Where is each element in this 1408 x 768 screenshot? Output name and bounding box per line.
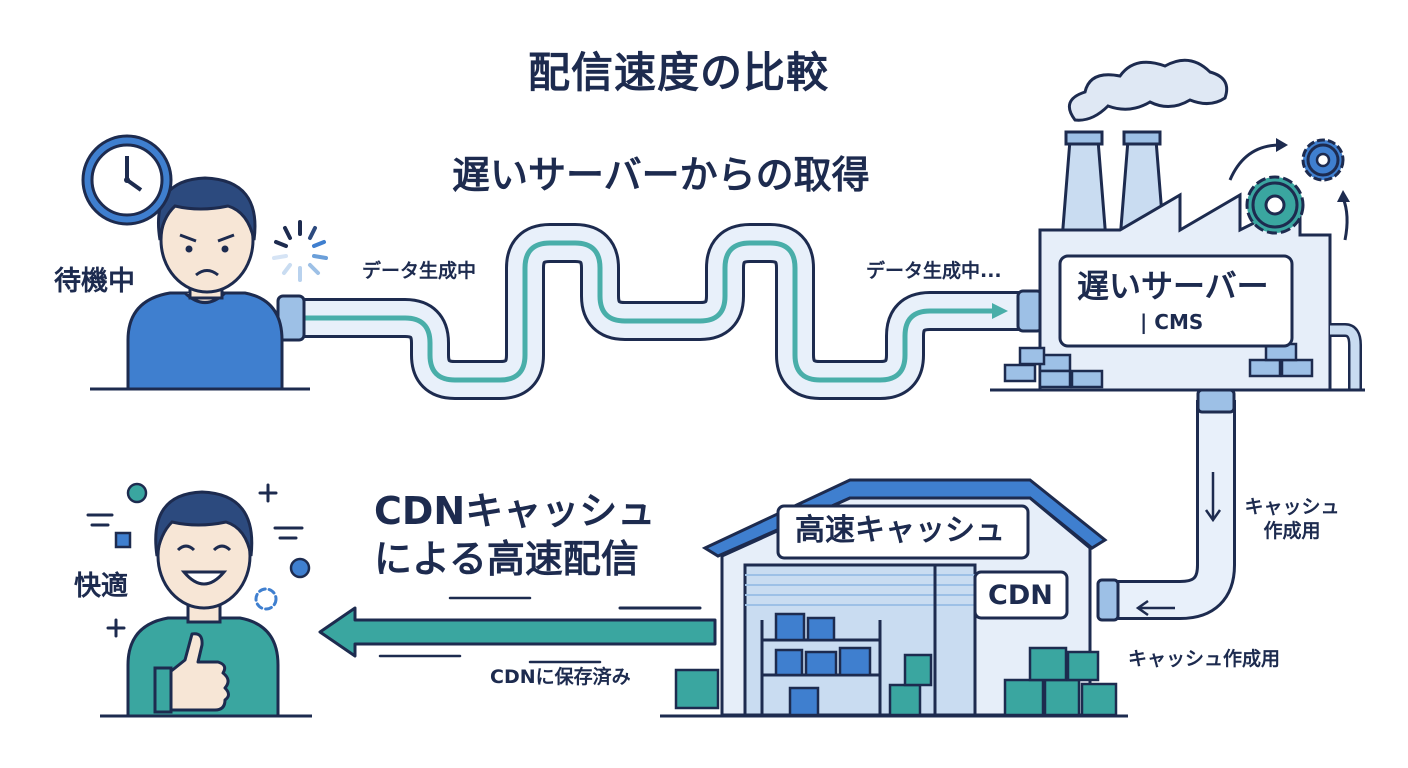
clock-icon bbox=[81, 134, 173, 226]
cdn-warehouse bbox=[660, 478, 1128, 718]
cache-box bbox=[674, 668, 720, 710]
comfort-label: 快適 bbox=[74, 571, 128, 602]
page-title: 配信速度の比較 bbox=[528, 48, 830, 97]
pipe-label-vertical-line2: 作成用 bbox=[1263, 519, 1321, 542]
smoke-cloud bbox=[1067, 58, 1229, 122]
server-sign-label: 遅いサーバー bbox=[1077, 267, 1269, 305]
slow-data-pipe bbox=[276, 223, 1044, 400]
cdn-sign-label: CDN bbox=[988, 580, 1053, 611]
loading-spinner-icon bbox=[272, 220, 328, 282]
fast-path-heading: CDNキャッシュ による高速配信 bbox=[374, 488, 655, 583]
fast-path-heading-line2: による高速配信 bbox=[374, 536, 639, 581]
waiting-label: 待機中 bbox=[54, 266, 135, 297]
warehouse-sign-board bbox=[776, 504, 1030, 560]
server-sign-board bbox=[1058, 254, 1294, 348]
waiting-person bbox=[90, 176, 310, 391]
pipe-label-left: データ生成中 bbox=[362, 260, 477, 282]
slow-path-heading: 遅いサーバーからの取得 bbox=[452, 153, 870, 197]
fast-delivery-arrow bbox=[318, 596, 717, 664]
pipe-label-right: データ生成中... bbox=[866, 260, 1002, 282]
flow-arrowhead-icon bbox=[992, 303, 1008, 319]
warehouse-sign-label: 高速キャッシュ bbox=[795, 513, 1005, 548]
pipe-label-vertical: キャッシュ 作成用 bbox=[1232, 496, 1352, 544]
cdn-sign-board bbox=[973, 570, 1069, 620]
pipe-coupler-right bbox=[1016, 289, 1044, 333]
fast-path-heading-line1: CDNキャッシュ bbox=[374, 489, 656, 533]
pipe-label-vertical-line1: キャッシュ bbox=[1244, 496, 1340, 518]
happy-person bbox=[100, 490, 312, 718]
sparkle-decorations bbox=[86, 482, 311, 638]
small-gear-icon bbox=[1301, 138, 1345, 182]
rotation-arrow-icon bbox=[1228, 143, 1281, 181]
slow-server-factory bbox=[990, 58, 1365, 392]
gear-icon bbox=[1245, 175, 1305, 235]
thumbs-up-icon bbox=[153, 632, 230, 714]
pipe-label-bottom: キャッシュ作成用 bbox=[1128, 648, 1281, 670]
cache-pipe bbox=[1096, 388, 1236, 622]
server-sub-label: | CMS bbox=[1140, 310, 1204, 334]
arrow-label: CDNに保存済み bbox=[490, 666, 631, 688]
